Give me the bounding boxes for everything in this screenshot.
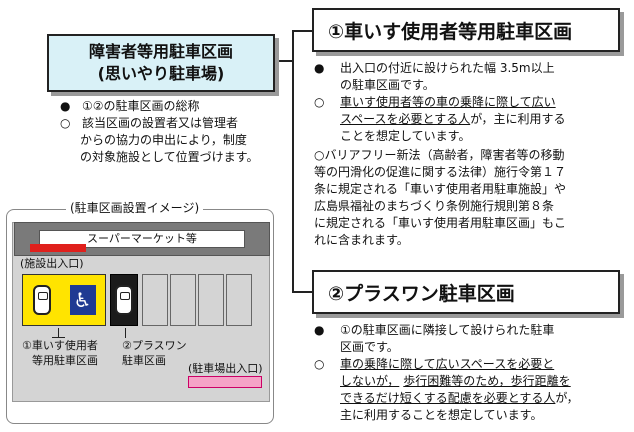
underlined-text: スペースを必要とする人	[340, 112, 471, 126]
connector-to-section1	[292, 30, 312, 32]
section2-bullet2-cont1: しないが，歩行困難等のため，歩行距離を	[314, 373, 614, 390]
left-bullet-2-cont2: の対象施設として位置づけます。	[60, 149, 280, 166]
bullet-text: の対象施設として位置づけます。	[80, 150, 259, 164]
section1-bullet3-line1: ○バリアフリー新法（高齢者，障害者等の移動	[314, 148, 565, 162]
parking-space	[226, 274, 252, 326]
left-description: ● ①②の駐車区画の総称 ○ 該当区画の設置者又は管理者 からの協力の申出により，制…	[60, 98, 280, 166]
section2-bullet1: ● ①の駐車区画に隣接して設けられた駐車	[314, 322, 614, 339]
plus-one-space-label-line1: ②プラスワン	[122, 339, 187, 352]
leader-line-1b	[52, 337, 65, 338]
section1-heading: ①車いす使用者等用駐車区画	[312, 8, 620, 52]
plus-one-space-label-line2: 駐車区画	[122, 354, 166, 367]
section1-heading-text: ①車いす使用者等用駐車区画	[328, 20, 573, 43]
title-box: 障害者等用駐車区画 (思いやり駐車場)	[47, 34, 275, 92]
underlined-text: しないが，	[340, 374, 400, 388]
parking-space	[170, 274, 196, 326]
bullet-mark: ○	[60, 116, 71, 130]
section1-bullet1-cont: の駐車区画です。	[340, 78, 435, 92]
bullet-text: 車いす使用者等の車の乗降に際して広い	[340, 95, 556, 109]
section2-heading: ②プラスワン駐車区画	[312, 270, 620, 314]
building-entrance-label: (施設出入口)	[20, 257, 84, 270]
section1-bullet1: ● 出入口の付近に設けられた幅 3.5m以上	[314, 60, 614, 77]
section2-body: ● ①の駐車区画に隣接して設けられた駐車 区画です。 ○ 車の乗降に際して広いスペー…	[314, 322, 614, 424]
bullet-text: からの協力の申出により，制度	[80, 133, 247, 147]
connector-to-section2	[292, 291, 312, 293]
title-line1: 障害者等用駐車区画	[88, 42, 233, 61]
lot-entrance-marker	[188, 376, 262, 388]
left-bullet-2: ○ 該当区画の設置者又は管理者	[60, 115, 280, 132]
section2-bullet2-cont3: 主に利用することを想定しています。	[340, 408, 543, 422]
parking-space	[198, 274, 224, 326]
bullet-text: 車の乗降に際して広いスペースを必要と	[340, 357, 555, 371]
accessible-space-label-line2: 等用駐車区画	[32, 354, 98, 367]
section1-bullet2-cont2: ことを想定しています。	[340, 129, 471, 143]
underlined-text: できるだけ短くする配慮を必要とする人	[340, 391, 556, 405]
lot-entrance-label: (駐車場出入口)	[188, 362, 263, 375]
bullet-mark: ●	[314, 323, 325, 337]
plain-text: が，	[555, 391, 579, 405]
bullet-text: 該当区画の設置者又は管理者	[82, 116, 239, 130]
section2-heading-text: ②プラスワン駐車区画	[328, 282, 515, 305]
section1-bullet3-line6: れに含まれます。	[314, 233, 409, 247]
section2-bullet2: ○ 車の乗降に際して広いスペースを必要と	[314, 356, 614, 373]
section2-bullet2-cont2: できるだけ短くする配慮を必要とする人が，	[314, 390, 614, 407]
bullet-mark: ○	[314, 357, 325, 371]
store-label: スーパーマーケット等	[39, 230, 245, 248]
section1-bullet2-cont1: スペースを必要とする人が，主に利用する	[314, 111, 614, 128]
title-line2: (思いやり駐車場)	[97, 64, 225, 83]
accessible-space-1: ♿	[22, 274, 106, 326]
section1-bullet3-line3: 条に規定される「車いす使用者用駐車施設」や	[314, 182, 567, 196]
left-bullet-1: ● ①②の駐車区画の総称	[60, 98, 280, 115]
underlined-text: 歩行困難等のため，歩行距離を	[403, 374, 571, 388]
car-icon	[115, 285, 133, 315]
leader-line-2	[125, 328, 126, 338]
parking-space	[142, 274, 168, 326]
accessible-space-label: ①車いす使用者 等用駐車区画	[22, 338, 98, 368]
section1-body: ● 出入口の付近に設けられた幅 3.5m以上 の駐車区画です。 ○ 車いす使用者等の…	[314, 60, 614, 249]
wheelchair-icon: ♿	[69, 285, 96, 315]
bullet-text: ①②の駐車区画の総称	[82, 99, 200, 113]
plus-one-space-2	[110, 274, 138, 326]
accessible-space-label-line1: ①車いす使用者	[22, 339, 98, 352]
connector-vertical	[292, 30, 294, 292]
bullet-mark: ●	[60, 99, 71, 113]
building-entrance-marker	[30, 244, 86, 252]
plus-one-space-label: ②プラスワン 駐車区画	[122, 338, 187, 368]
section1-bullet3-line2: 等の円滑化の促進に関する法律）施行令第１７	[314, 165, 567, 179]
connector-horizontal	[271, 60, 293, 62]
section1-bullet3-line4: 広島県福祉のまちづくり条例施行規則第８条	[314, 199, 555, 213]
left-bullet-2-cont1: からの協力の申出により，制度	[60, 132, 280, 149]
bullet-text: 出入口の付近に設けられた幅 3.5m以上	[340, 61, 555, 75]
diagram-caption: (駐車区画設置イメージ)	[66, 200, 204, 217]
bullet-mark: ○	[314, 95, 325, 109]
section1-bullet2: ○ 車いす使用者等の車の乗降に際して広い	[314, 94, 614, 111]
section2-bullet1-cont: 区画です。	[340, 340, 399, 354]
leader-line-1	[58, 328, 59, 338]
parking-spaces: ♿	[22, 274, 254, 328]
section1-bullet3-line5: に規定される「車いす使用者用駐車区画」もこ	[314, 216, 567, 230]
car-icon	[32, 285, 51, 315]
plain-text: が，主に利用する	[470, 112, 566, 126]
bullet-text: ①の駐車区画に隣接して設けられた駐車	[340, 323, 555, 337]
bullet-mark: ●	[314, 61, 325, 75]
